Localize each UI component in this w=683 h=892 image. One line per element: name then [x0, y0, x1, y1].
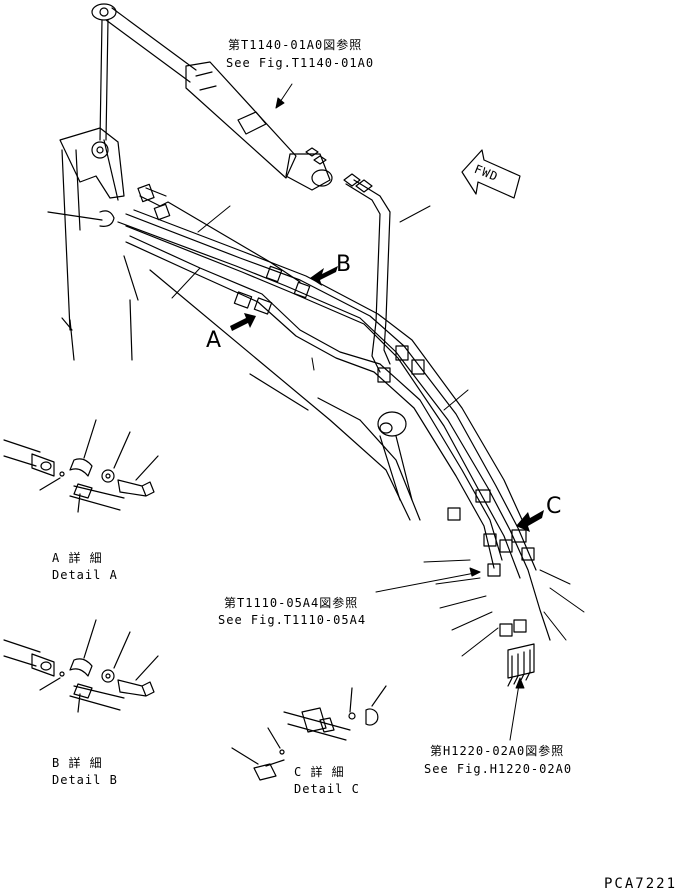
ref-h1220-jp: 第H1220-02A0図参照 — [430, 744, 565, 758]
left-clamp — [47, 210, 115, 227]
detail-c-caption-en: Detail C — [294, 782, 360, 796]
hydraulic-lines — [117, 179, 551, 641]
detail-c-caption-jp: C 詳 細 — [294, 765, 345, 779]
ref-t1140-en: See Fig.T1140-01A0 — [226, 56, 375, 70]
detail-b-graphic — [3, 619, 159, 713]
view-arrow-a — [230, 313, 256, 331]
view-arrow-c — [516, 510, 544, 532]
view-label-c: C — [546, 494, 562, 519]
leader-lines — [171, 205, 585, 741]
ref-t1140-jp: 第T1140-01A0図参照 — [228, 38, 363, 52]
view-label-b: B — [336, 252, 352, 277]
fwd-arrow — [461, 149, 521, 199]
view-label-a: A — [206, 328, 222, 353]
ref-h1220-en: See Fig.H1220-02A0 — [424, 762, 573, 776]
detail-a-graphic — [3, 419, 159, 513]
detail-b-caption-en: Detail B — [52, 773, 118, 787]
detail-a-caption-en: Detail A — [52, 568, 118, 582]
view-arrow-b — [310, 266, 338, 286]
drawing-code: PCA7221 — [604, 876, 678, 892]
fittings-bundle — [507, 643, 535, 687]
ref-arrow-h1220-head — [515, 677, 525, 689]
ref-t1110-jp: 第T1110-05A4図参照 — [224, 596, 359, 610]
line-clamps — [137, 173, 535, 637]
boom-cylinder — [91, 3, 333, 191]
arm-pin-boss — [377, 411, 413, 501]
detail-c-graphic — [231, 685, 387, 781]
detail-a-caption-jp: A 詳 細 — [52, 551, 103, 565]
detail-b-caption-jp: B 詳 細 — [52, 756, 103, 770]
ref-t1110-en: See Fig.T1110-05A4 — [218, 613, 367, 627]
cylinder-rod — [99, 19, 119, 201]
ref-arrow-t1110-head — [469, 567, 481, 577]
ref-arrow-t1140-head — [275, 97, 285, 109]
